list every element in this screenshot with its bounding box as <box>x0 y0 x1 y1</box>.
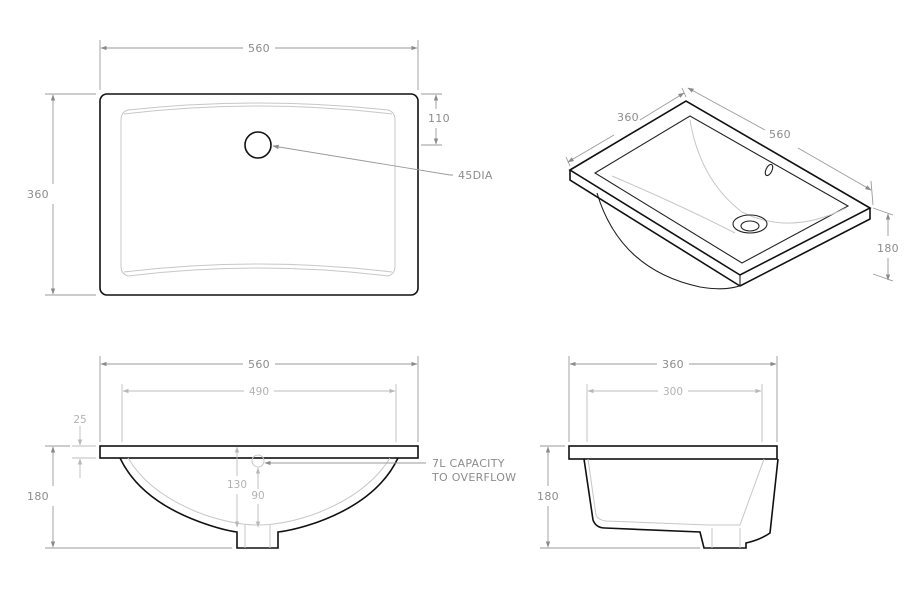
top-view-inner-shade-top <box>123 105 393 115</box>
top-view-inner-shade-bottom <box>123 263 393 273</box>
top-view-inner-bowl <box>120 102 396 277</box>
top-width-label: 560 <box>248 42 270 55</box>
front-height-label: 180 <box>27 490 49 503</box>
side-view: 360 300 180 <box>537 356 779 549</box>
top-hole-offset-label: 110 <box>428 112 450 125</box>
iso-drain-outer <box>732 214 768 234</box>
top-view-outer-rim <box>99 93 419 296</box>
iso-bowl-underside <box>596 192 747 290</box>
side-outer-width-label: 360 <box>662 358 684 371</box>
front-drain-height-label: 90 <box>251 490 264 502</box>
iso-depth-dim-b <box>639 92 685 121</box>
front-rim-label: 25 <box>73 414 86 426</box>
iso-depth-label: 360 <box>617 111 639 124</box>
top-view-drain-hole <box>244 131 272 159</box>
front-bowl-outer <box>119 457 399 549</box>
front-capacity-line2: TO OVERFLOW <box>431 471 516 484</box>
iso-height-ext-top <box>872 207 894 216</box>
side-height-label: 180 <box>537 490 559 503</box>
iso-inner-curve <box>689 119 847 224</box>
side-rim <box>568 445 778 460</box>
front-inner-width-label: 490 <box>249 386 269 398</box>
iso-overflow-slot <box>764 163 774 177</box>
front-capacity-line1: 7L CAPACITY <box>432 457 505 470</box>
iso-drain-inner <box>740 220 760 232</box>
side-body-inner <box>587 458 765 526</box>
iso-width-label: 560 <box>769 128 791 141</box>
iso-width-ext-b <box>870 180 874 206</box>
top-height-label: 360 <box>27 188 49 201</box>
iso-depth-dim-a <box>567 134 615 163</box>
iso-rim-thickness <box>569 170 871 287</box>
front-overflow-hole <box>251 454 265 468</box>
front-overflow-height-label: 130 <box>227 479 247 491</box>
iso-width-dim-a <box>687 87 766 131</box>
iso-height-label: 180 <box>877 242 899 255</box>
iso-height-ext-bottom <box>872 273 894 282</box>
top-hole-dia-label: 45DIA <box>458 169 493 182</box>
front-view: 560 490 25 180 130 90 7L CAPACITY TO OVE… <box>27 356 516 549</box>
iso-inner-opening <box>593 115 850 264</box>
iso-depth-ext-b <box>681 87 687 98</box>
side-inner-width-label: 300 <box>663 386 683 398</box>
iso-width-dim-b <box>797 147 872 191</box>
iso-view: 360 560 180 <box>565 87 899 290</box>
front-outer-width-label: 560 <box>248 358 270 371</box>
front-rim <box>99 445 419 459</box>
iso-inner-curve-2 <box>611 175 736 234</box>
top-hole-leader <box>272 144 453 176</box>
side-body-outer <box>583 458 779 549</box>
top-view: 560 360 110 45DIA <box>27 40 493 296</box>
